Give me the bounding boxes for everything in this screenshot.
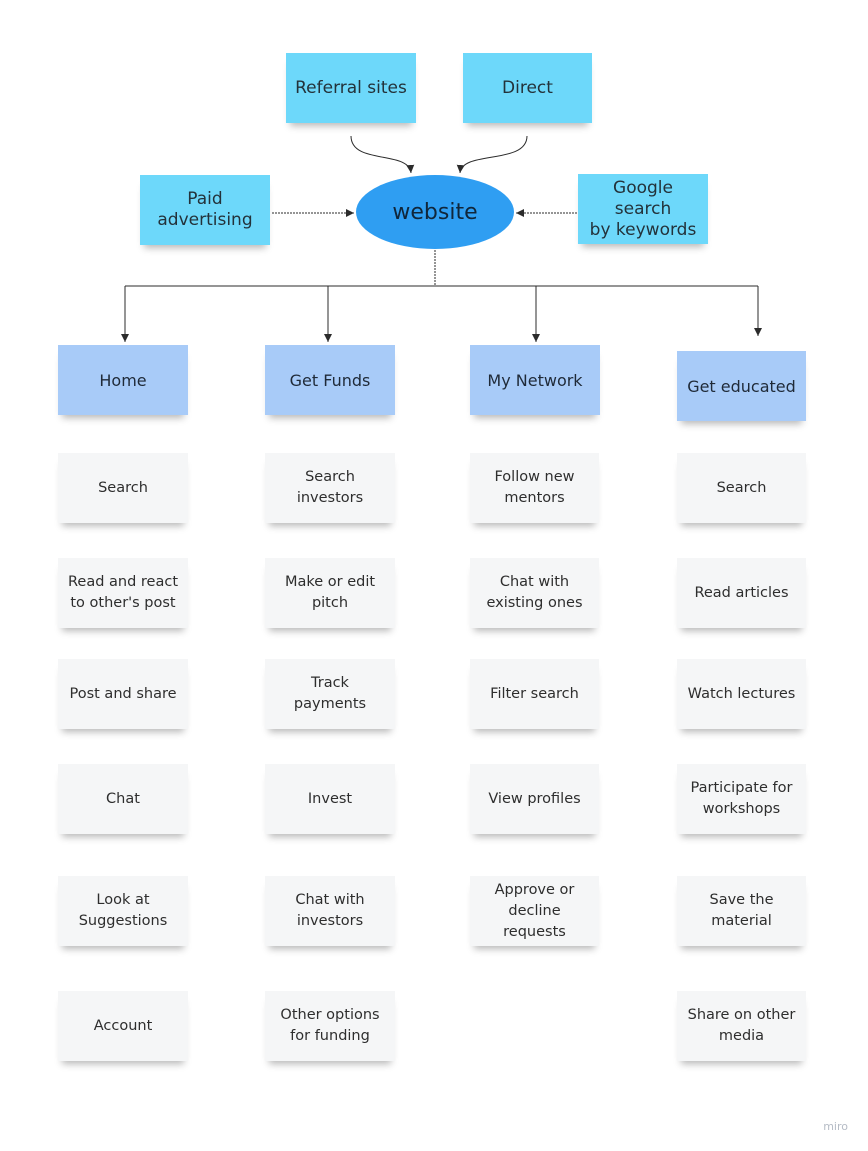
home-item[interactable]: Account xyxy=(58,991,188,1061)
category-note-get-funds[interactable]: Get Funds xyxy=(265,345,395,415)
category-note-get-educated[interactable]: Get educated xyxy=(677,351,806,421)
get-funds-item[interactable]: Invest xyxy=(265,764,395,834)
get-funds-item[interactable]: Chat with investors xyxy=(265,876,395,946)
get-funds-item[interactable]: Track payments xyxy=(265,659,395,729)
get-funds-item[interactable]: Search investors xyxy=(265,453,395,523)
my-network-item[interactable]: Filter search xyxy=(470,659,599,729)
home-item[interactable]: Post and share xyxy=(58,659,188,729)
source-note-google-search[interactable]: Google search by keywords xyxy=(578,174,708,244)
home-item[interactable]: Look at Suggestions xyxy=(58,876,188,946)
home-item[interactable]: Chat xyxy=(58,764,188,834)
my-network-item[interactable]: View profiles xyxy=(470,764,599,834)
connector-referral-to-website xyxy=(350,135,415,174)
get-educated-item[interactable]: Save the material xyxy=(677,876,806,946)
get-funds-item[interactable]: Make or edit pitch xyxy=(265,558,395,628)
my-network-item[interactable]: Approve or decline requests xyxy=(470,876,599,946)
miro-watermark: miro xyxy=(823,1120,848,1133)
source-note-referral-sites[interactable]: Referral sites xyxy=(286,53,416,123)
source-note-direct[interactable]: Direct xyxy=(463,53,592,123)
my-network-item[interactable]: Follow new mentors xyxy=(470,453,599,523)
category-note-my-network[interactable]: My Network xyxy=(470,345,600,415)
source-note-paid-advertising[interactable]: Paid advertising xyxy=(140,175,270,245)
website-hub[interactable]: website xyxy=(356,175,514,249)
get-funds-item[interactable]: Other options for funding xyxy=(265,991,395,1061)
my-network-item[interactable]: Chat with existing ones xyxy=(470,558,599,628)
get-educated-item[interactable]: Participate for workshops xyxy=(677,764,806,834)
home-item[interactable]: Read and react to other's post xyxy=(58,558,188,628)
get-educated-item[interactable]: Search xyxy=(677,453,806,523)
connector-direct-to-website xyxy=(456,135,528,174)
get-educated-item[interactable]: Watch lectures xyxy=(677,659,806,729)
get-educated-item[interactable]: Read articles xyxy=(677,558,806,628)
website-hub-label: website xyxy=(392,199,478,225)
get-educated-item[interactable]: Share on other media xyxy=(677,991,806,1061)
home-item[interactable]: Search xyxy=(58,453,188,523)
category-note-home[interactable]: Home xyxy=(58,345,188,415)
